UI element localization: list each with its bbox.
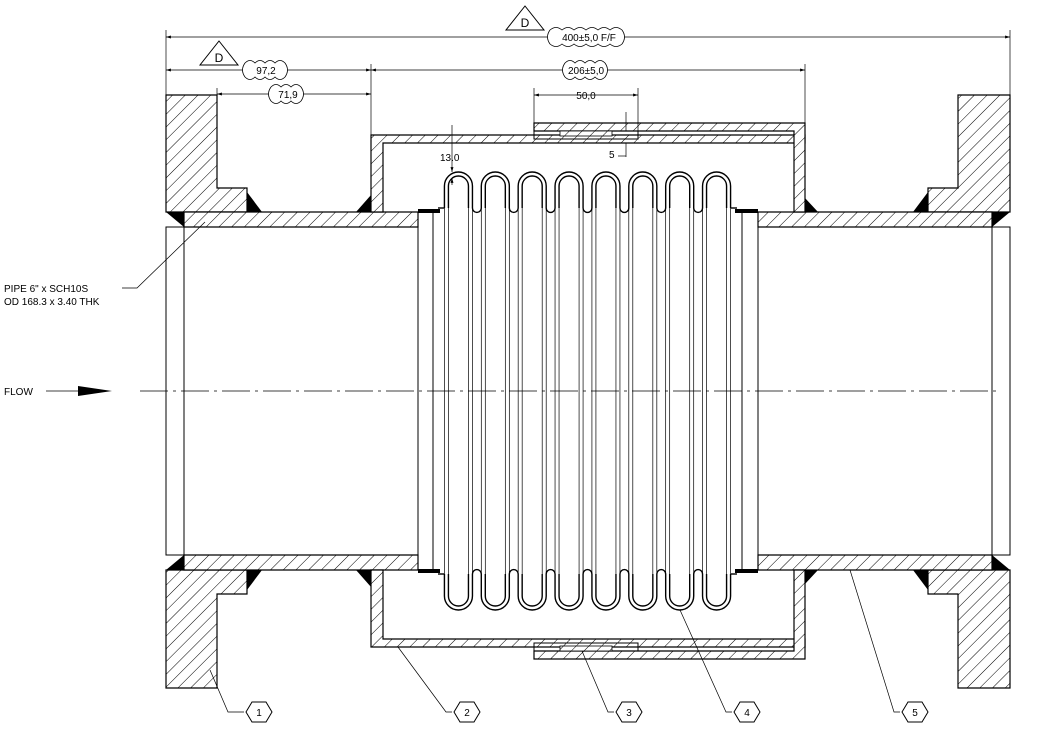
right-pipe-bore (991, 226, 1011, 556)
item-balloon-3: 3 (581, 650, 643, 723)
revision-triangle-left (198, 40, 240, 66)
dim-convolution-height: 13.0 (440, 153, 460, 164)
right-pipe-wall-top (757, 211, 993, 228)
item-balloon-4: 4 (679, 609, 761, 723)
svg-text:2: 2 (464, 708, 470, 719)
left-flange-top (165, 94, 248, 213)
revision-tag-left: D (215, 51, 224, 65)
dim-gap: 5 (609, 150, 615, 161)
bellows (438, 171, 737, 611)
dim-flange-face: 71,9 (278, 90, 298, 101)
dim-flange-to-sleeve: 97,2 (256, 66, 276, 77)
right-flange-top (927, 94, 1011, 213)
inner-sleeve-bottom-pad (559, 645, 613, 652)
dim-overall: 400±5,0 F/F (562, 33, 616, 44)
svg-text:4: 4 (744, 708, 750, 719)
svg-text:1: 1 (256, 708, 262, 719)
dim-sleeve-length: 206±5,0 (568, 66, 605, 77)
item-balloon-1: 1 (209, 669, 273, 723)
flow-arrow-icon (78, 386, 112, 396)
left-flange-bottom (165, 569, 248, 689)
item-balloon-5: 5 (849, 569, 929, 723)
revision-tag-top: D (521, 16, 530, 30)
revision-triangle-top (504, 5, 546, 31)
outer-cover-top (370, 134, 806, 213)
pipe-note-line1: PIPE 6" x SCH10S (4, 284, 88, 295)
right-pipe-wall-bottom (757, 554, 993, 571)
outer-cover-bottom (370, 569, 806, 648)
flow-label: FLOW (4, 387, 33, 398)
left-pipe-wall-bottom (183, 554, 419, 571)
svg-text:3: 3 (626, 708, 632, 719)
inner-sleeve-top-pad (559, 130, 613, 137)
item-balloon-2: 2 (397, 646, 481, 723)
left-pipe-wall-top (183, 211, 419, 228)
right-flange-bottom (927, 569, 1011, 689)
svg-text:5: 5 (912, 708, 918, 719)
dim-inner-sleeve: 50,0 (576, 91, 596, 102)
pipe-note-line2: OD 168.3 x 3.40 THK (4, 297, 100, 308)
bellows-top-convolutions (443, 171, 732, 214)
bellows-bottom-convolutions (443, 568, 732, 611)
